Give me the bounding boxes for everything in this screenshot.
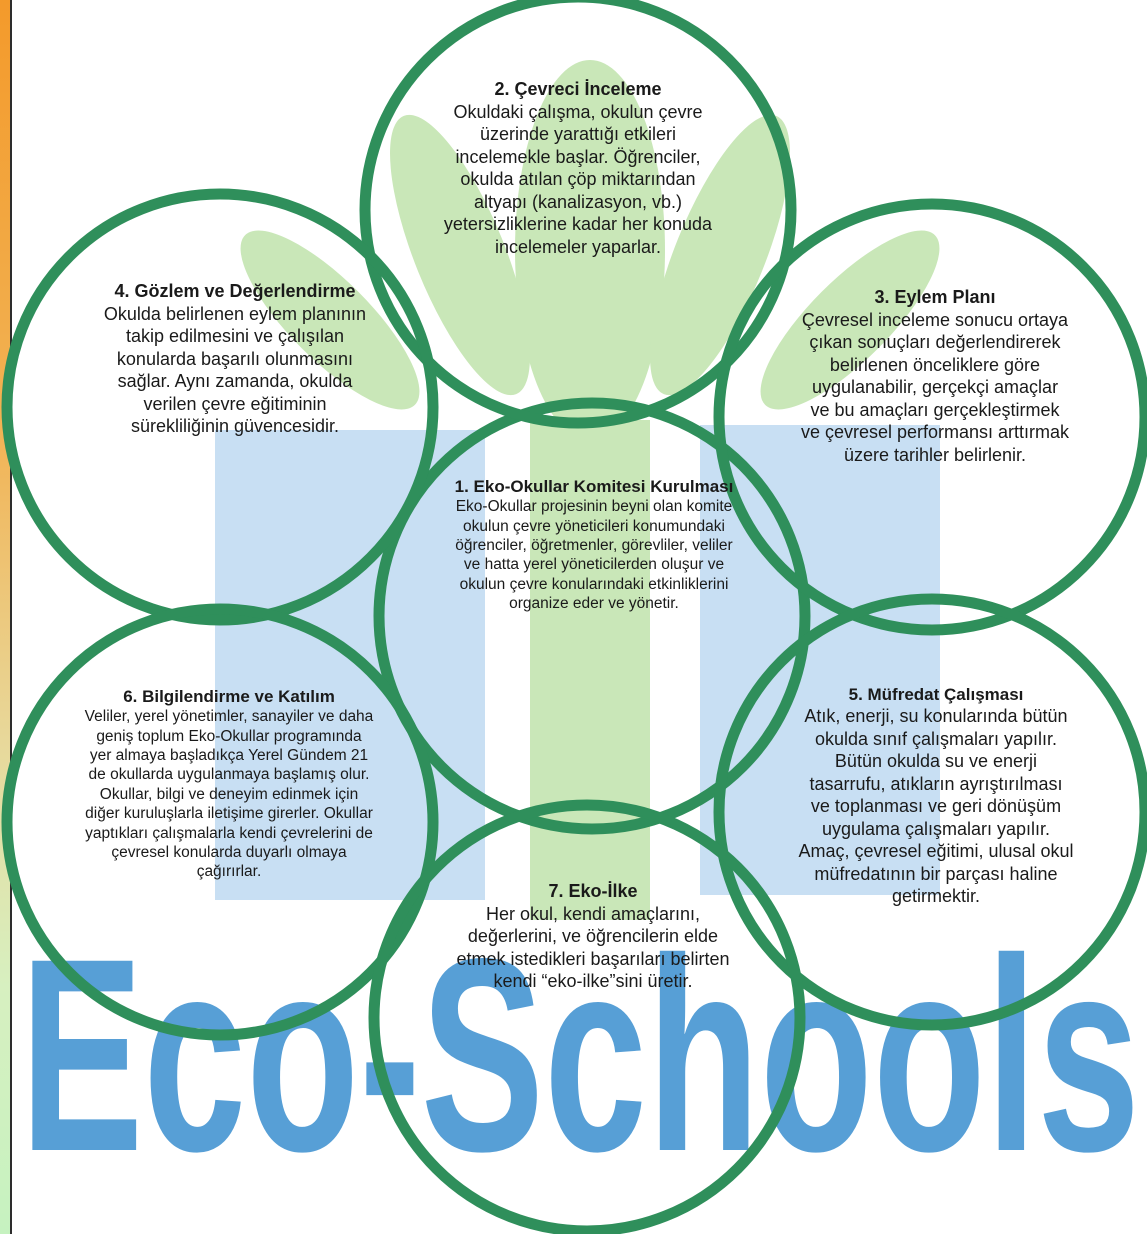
step-7-title: 7. Eko-İlke — [548, 881, 638, 901]
step-4-title: 4. Gözlem ve Değerlendirme — [114, 281, 356, 301]
ring-step-4 — [1, 188, 439, 626]
step-1-text: 1. Eko-Okullar Komitesi Kurulması Eko-Ok… — [449, 476, 739, 614]
step-3-body: Çevresel inceleme sonucu ortaya çıkan so… — [800, 309, 1070, 465]
step-3-text: 3. Eylem Planı Çevresel inceleme sonucu … — [800, 286, 1070, 466]
ring-step-7 — [368, 799, 806, 1234]
step-6-title: 6. Bilgilendirme ve Katılım — [123, 687, 335, 706]
step-5-title: 5. Müfredat Çalışması — [848, 685, 1024, 704]
step-3-title: 3. Eylem Planı — [874, 287, 996, 307]
step-2-title: 2. Çevreci İnceleme — [494, 79, 662, 99]
leaf-cluster — [240, 60, 940, 440]
left-gradient-bar — [0, 0, 12, 1234]
ring-step-6 — [1, 603, 439, 1041]
step-1-title: 1. Eko-Okullar Komitesi Kurulması — [454, 477, 734, 496]
step-6-text: 6. Bilgilendirme ve Katılım Veliler, yer… — [84, 686, 374, 882]
ring-step-2 — [359, 0, 797, 429]
step-7-body: Her okul, kendi amaçlarını, değerlerini,… — [456, 903, 730, 992]
ring-step-1 — [373, 397, 811, 835]
step-7-text: 7. Eko-İlke Her okul, kendi amaçlarını, … — [450, 880, 736, 993]
blue-block-left — [215, 430, 485, 900]
step-4-text: 4. Gözlem ve Değerlendirme Okulda belirl… — [92, 280, 378, 438]
step-6-body: Veliler, yerel yönetimler, sanayiler ve … — [84, 708, 374, 881]
tree-trunk — [530, 420, 650, 920]
step-2-body: Okuldaki çalışma, okulun çevre üzerinde … — [443, 101, 713, 257]
step-4-body: Okulda belirlenen eylem planının takip e… — [103, 303, 367, 437]
step-5-body: Atık, enerji, su konularında bütün okuld… — [798, 706, 1074, 907]
step-5-text: 5. Müfredat Çalışması Atık, enerji, su k… — [798, 684, 1074, 908]
step-1-body: Eko-Okullar projesinin beyni olan komite… — [455, 498, 733, 613]
ring-step-3 — [713, 198, 1147, 636]
step-2-text: 2. Çevreci İnceleme Okuldaki çalışma, ok… — [438, 78, 718, 258]
ring-step-5 — [713, 593, 1147, 1031]
eco-schools-wordmark: Eco-Schools — [20, 902, 1140, 1209]
